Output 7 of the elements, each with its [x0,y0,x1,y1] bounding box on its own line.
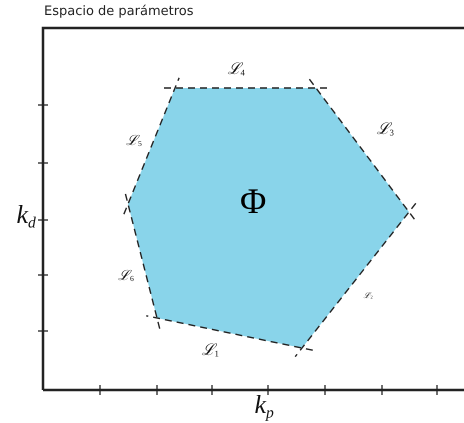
boundary-label: ℒ$_{4}$ [228,62,245,78]
boundary-label: ℒ$_{1}$ [202,343,219,359]
diagram-title: Espacio de parámetros [44,5,194,18]
boundary-label: ℒ$_{3}$ [376,122,394,138]
axis-label: k$_{p}$ [254,392,274,421]
region-symbol: Φ [240,183,266,219]
axis-label: k$_{d}$ [16,202,36,231]
